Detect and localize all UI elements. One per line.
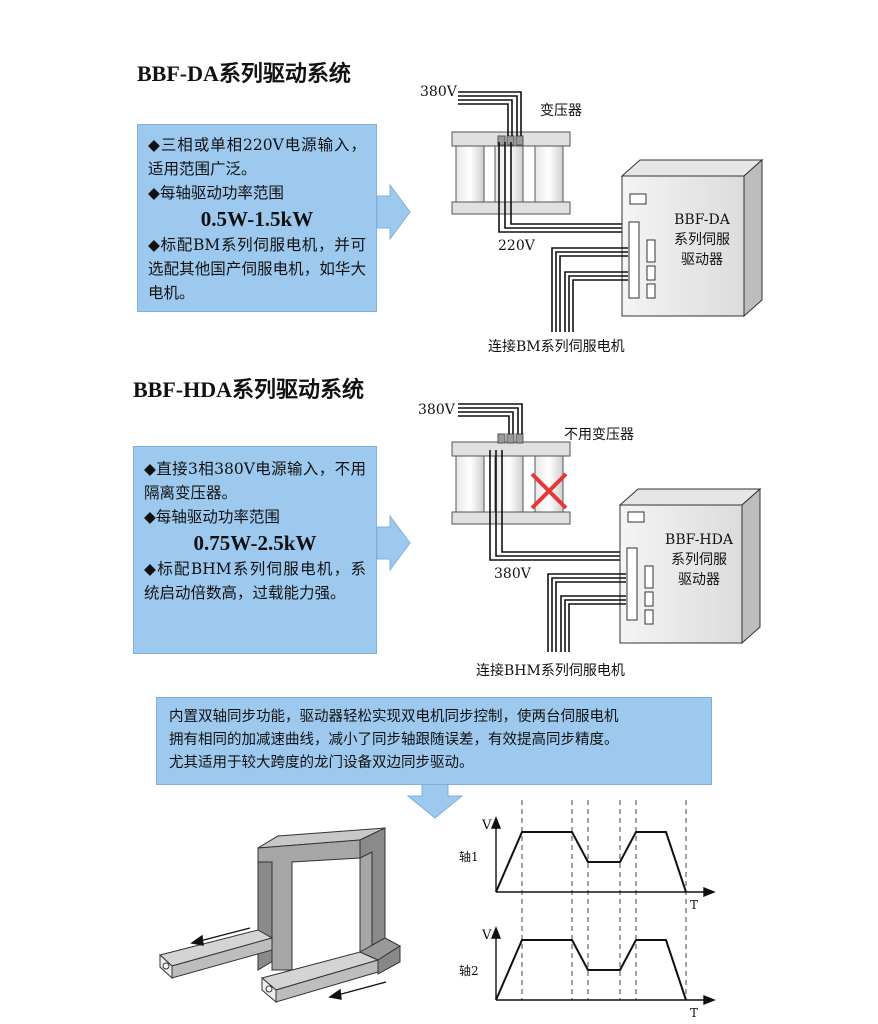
section1-transformer-label: 变压器	[540, 103, 582, 119]
note-line-2: 拥有相同的加减速曲线，减小了同步轴跟随误差，有效提高同步精度。	[169, 732, 619, 748]
section2-arrow	[376, 514, 411, 572]
velocity-curve-2	[495, 939, 687, 1001]
section1-input-voltage: 380V	[420, 84, 457, 100]
section1-feature-1: ◆三相或单相220V电源输入，适用范围广泛。	[148, 136, 366, 178]
driver-2-type: 系列伺服	[671, 552, 727, 568]
driver-1-label: BBF-DA 系列伺服 驱动器	[660, 210, 744, 270]
graph-axis-2	[490, 926, 716, 1006]
graph2-v-label: V	[482, 928, 492, 943]
motor-wires-2	[547, 573, 626, 652]
section2-output-voltage: 380V	[494, 566, 531, 582]
sync-guides	[521, 800, 687, 1000]
note-line-3: 尤其适用于较大跨度的龙门设备双边同步驱动。	[169, 755, 474, 771]
driver-1	[620, 158, 764, 318]
section1-motor-label: 连接BM系列伺服电机	[488, 339, 625, 355]
note-line-1: 内置双轴同步功能，驱动器轻松实现双电机同步控制，使两台伺服电机	[169, 709, 619, 725]
note-down-arrow	[406, 783, 464, 819]
section1-title: BBF-DA系列驱动系统	[137, 61, 351, 86]
motion-arrows	[190, 927, 387, 1000]
graph2-t-label: T	[690, 1006, 699, 1020]
input-wires-2	[458, 403, 523, 434]
section1-power-range: 0.5W-1.5kW	[200, 207, 314, 231]
no-transformer-cross-icon	[530, 472, 568, 510]
driver-2-label: BBF-HDA 系列伺服 驱动器	[656, 530, 742, 590]
graph1-t-label: T	[690, 898, 699, 912]
section2-title: BBF-HDA系列驱动系统	[133, 377, 365, 402]
bypass-wires-2	[489, 450, 628, 561]
section1-arrow	[376, 183, 411, 241]
output-wires-1	[498, 142, 628, 233]
section2-feature-2: ◆每轴驱动功率范围	[144, 508, 280, 526]
graph1-v-label: V	[482, 818, 492, 833]
graph-axis-1	[490, 816, 716, 898]
driver-2-suffix: 驱动器	[678, 572, 720, 588]
section1-feature-box: ◆三相或单相220V电源输入，适用范围广泛。 ◆每轴驱动功率范围 0.5W-1.…	[137, 124, 377, 312]
driver-1-suffix: 驱动器	[681, 252, 723, 268]
section1-output-voltage: 220V	[498, 238, 535, 254]
transformer-2	[451, 433, 571, 525]
graph2-axis-label: 轴2	[459, 964, 479, 978]
section2-feature-1: ◆直接3相380V电源输入，不用隔离变压器。	[144, 460, 366, 502]
driver-2	[618, 487, 762, 645]
input-wires-1	[458, 91, 522, 136]
driver-1-type: 系列伺服	[674, 232, 730, 248]
section2-transformer-label: 不用变压器	[564, 427, 634, 443]
velocity-curve-1	[495, 831, 687, 893]
driver-1-model: BBF-DA	[674, 212, 730, 228]
driver-2-model: BBF-HDA	[665, 532, 733, 548]
section2-input-voltage: 380V	[418, 402, 455, 418]
section1-feature-3: ◆标配BM系列伺服电机，并可选配其他国产伺服电机，如华大电机。	[148, 236, 366, 302]
section2-feature-box: ◆直接3相380V电源输入，不用隔离变压器。 ◆每轴驱动功率范围 0.75W-2…	[133, 446, 377, 654]
section2-motor-label: 连接BHM系列伺服电机	[476, 663, 625, 679]
motor-wires-1	[551, 247, 628, 332]
section1-feature-2: ◆每轴驱动功率范围	[148, 184, 284, 202]
section2-feature-3: ◆标配BHM系列伺服电机，系统启动倍数高，过载能力强。	[144, 560, 366, 602]
gantry-illustration	[158, 827, 401, 1004]
sync-feature-note: 内置双轴同步功能，驱动器轻松实现双电机同步控制，使两台伺服电机 拥有相同的加减速…	[156, 697, 712, 785]
graph1-axis-label: 轴1	[459, 850, 479, 864]
section2-power-range: 0.75W-2.5kW	[193, 531, 317, 555]
